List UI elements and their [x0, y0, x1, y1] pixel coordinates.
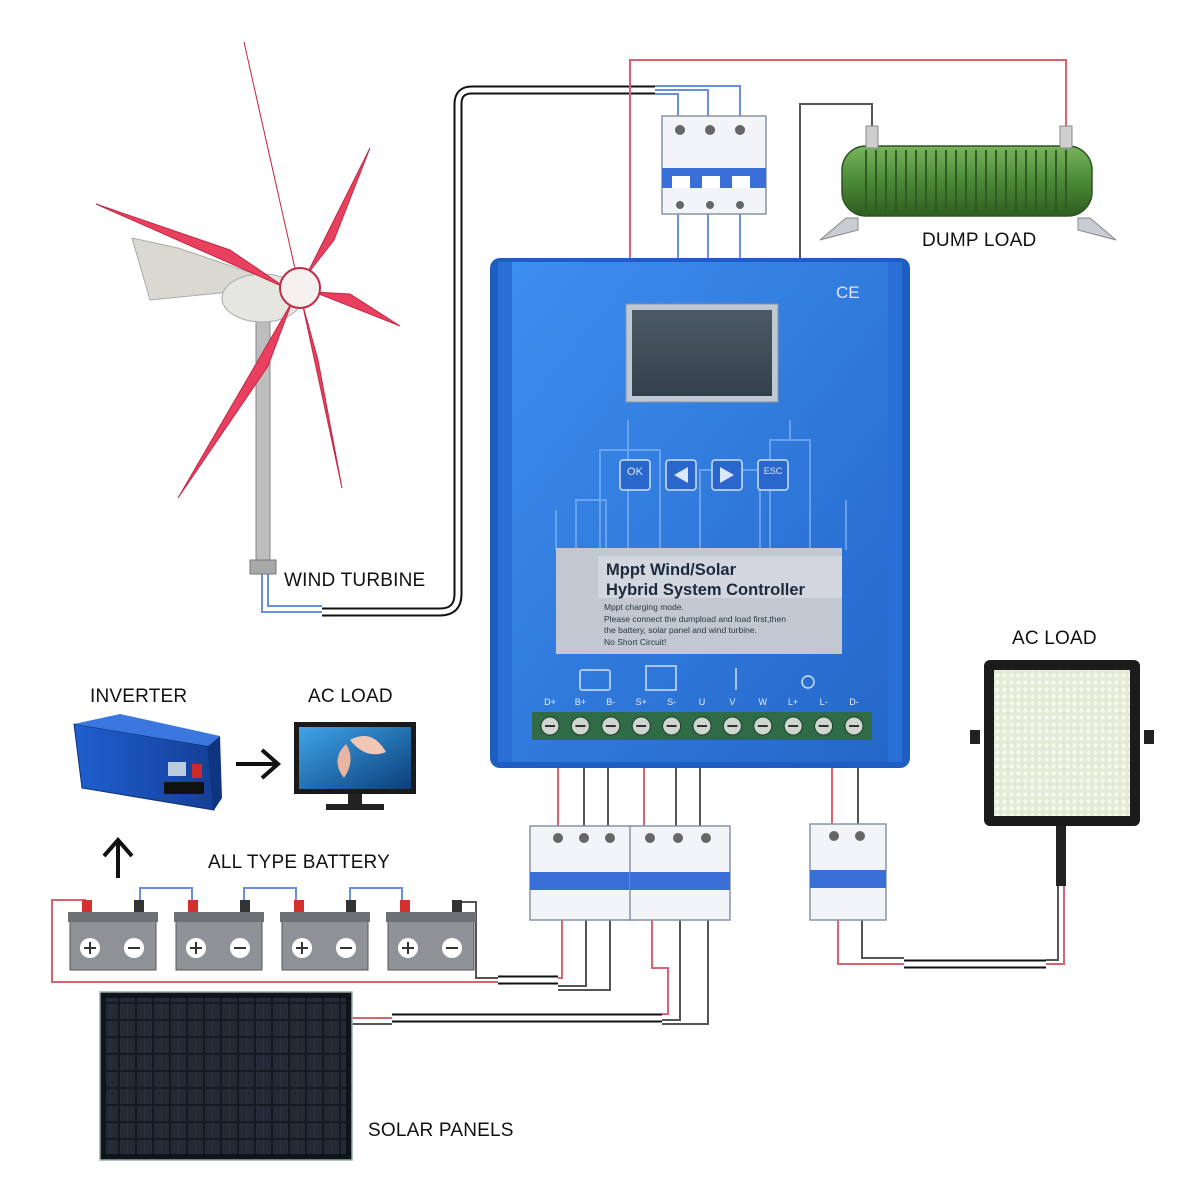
battery-bank [68, 900, 476, 971]
label-dump-load: DUMP LOAD [922, 230, 1037, 251]
ce-mark: CE [836, 283, 860, 302]
breaker-load [809, 823, 887, 921]
terminal-label-5: U [698, 697, 706, 707]
terminal-label-4: S- [667, 697, 677, 707]
label-ac-load-right: AC LOAD [1012, 628, 1097, 649]
esc-button-label: ESC [763, 466, 783, 476]
arrow-battery-to-inverter [102, 836, 134, 878]
solar-panel [99, 991, 353, 1161]
ac-load-floodlight [970, 660, 1154, 886]
terminal-label-2: B- [606, 697, 616, 707]
controller-title: Mppt Wind/Solar Hybrid System Controller [606, 560, 805, 600]
dump-load [819, 125, 1117, 241]
controller-note-line4: No Short Circuit! [604, 636, 667, 647]
controller-note-line2: Please connect the dumpload and load fir… [604, 613, 786, 624]
controller-note-line1: Mppt charging mode. [604, 602, 684, 612]
breaker-turbine [661, 115, 767, 215]
terminal-label-8: L+ [788, 697, 799, 707]
terminal-label-0: D+ [544, 697, 556, 707]
controller-title-line2: Hybrid System Controller [606, 581, 805, 599]
battery [68, 900, 158, 971]
ac-load-monitor [294, 722, 416, 810]
ok-button-label: OK [627, 466, 643, 478]
terminal-label-9: L- [819, 697, 828, 707]
label-battery: ALL TYPE BATTERY [208, 852, 391, 873]
wind-turbine [95, 41, 401, 575]
inverter [73, 714, 222, 811]
controller-note-line3: the battery, solar panel and wind turbin… [604, 625, 757, 635]
controller-title-line1: Mppt Wind/Solar [606, 561, 737, 579]
breaker-solar [629, 825, 731, 921]
wires [51, 59, 1067, 1025]
terminal-label-3: S+ [635, 697, 647, 707]
hybrid-controller [490, 258, 910, 768]
battery [280, 900, 370, 971]
controller-note: Mppt charging mode. Please connect the d… [604, 602, 786, 648]
label-ac-load-left: AC LOAD [308, 686, 393, 707]
battery [386, 900, 476, 971]
terminal-label-6: V [729, 697, 736, 707]
terminal-label-7: W [758, 697, 768, 707]
battery [174, 900, 264, 971]
breaker-battery [529, 825, 635, 921]
terminal-label-1: B+ [574, 697, 587, 707]
terminal-label-10: D- [849, 697, 859, 707]
arrow-inverter-to-load [236, 748, 282, 780]
label-wind-turbine: WIND TURBINE [284, 570, 426, 591]
label-solar-panels: SOLAR PANELS [368, 1120, 514, 1141]
label-inverter: INVERTER [90, 686, 188, 707]
